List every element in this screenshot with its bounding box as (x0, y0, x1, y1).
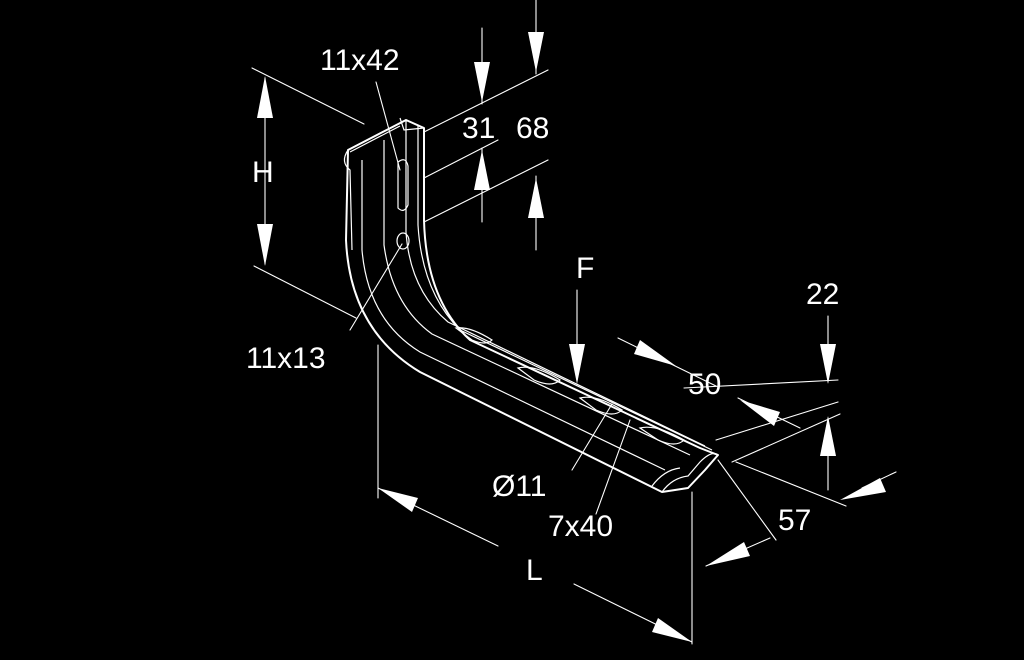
label-slot-top: 11x42 (320, 44, 400, 77)
hole-11x13 (396, 232, 410, 250)
cantilever-bracket (343, 117, 719, 493)
label-force: F (576, 252, 594, 285)
label-height: H (252, 156, 274, 189)
labels: 11x42 H 31 68 11x13 F 22 50 Ø11 7x40 57 … (246, 44, 839, 587)
slot-11x42 (397, 159, 409, 211)
bracket-body (345, 119, 719, 493)
label-length: L (526, 554, 543, 587)
l-arrow-left (378, 488, 418, 512)
label-dim-57: 57 (778, 504, 811, 537)
label-dim-22: 22 (806, 278, 839, 311)
l-arrow-right (652, 618, 692, 642)
label-slot-side: 11x13 (246, 342, 326, 375)
label-slot-long: 7x40 (548, 510, 613, 543)
dimensions (251, 0, 897, 645)
label-dim-50: 50 (688, 368, 721, 401)
h-arrow-top (257, 76, 273, 118)
label-dim-68: 68 (516, 112, 549, 145)
force-arrow (569, 344, 585, 384)
arm-slots (454, 327, 685, 445)
label-hole-dia: Ø11 (492, 470, 546, 503)
h-arrow-bottom (257, 224, 273, 266)
label-dim-31: 31 (462, 112, 495, 145)
